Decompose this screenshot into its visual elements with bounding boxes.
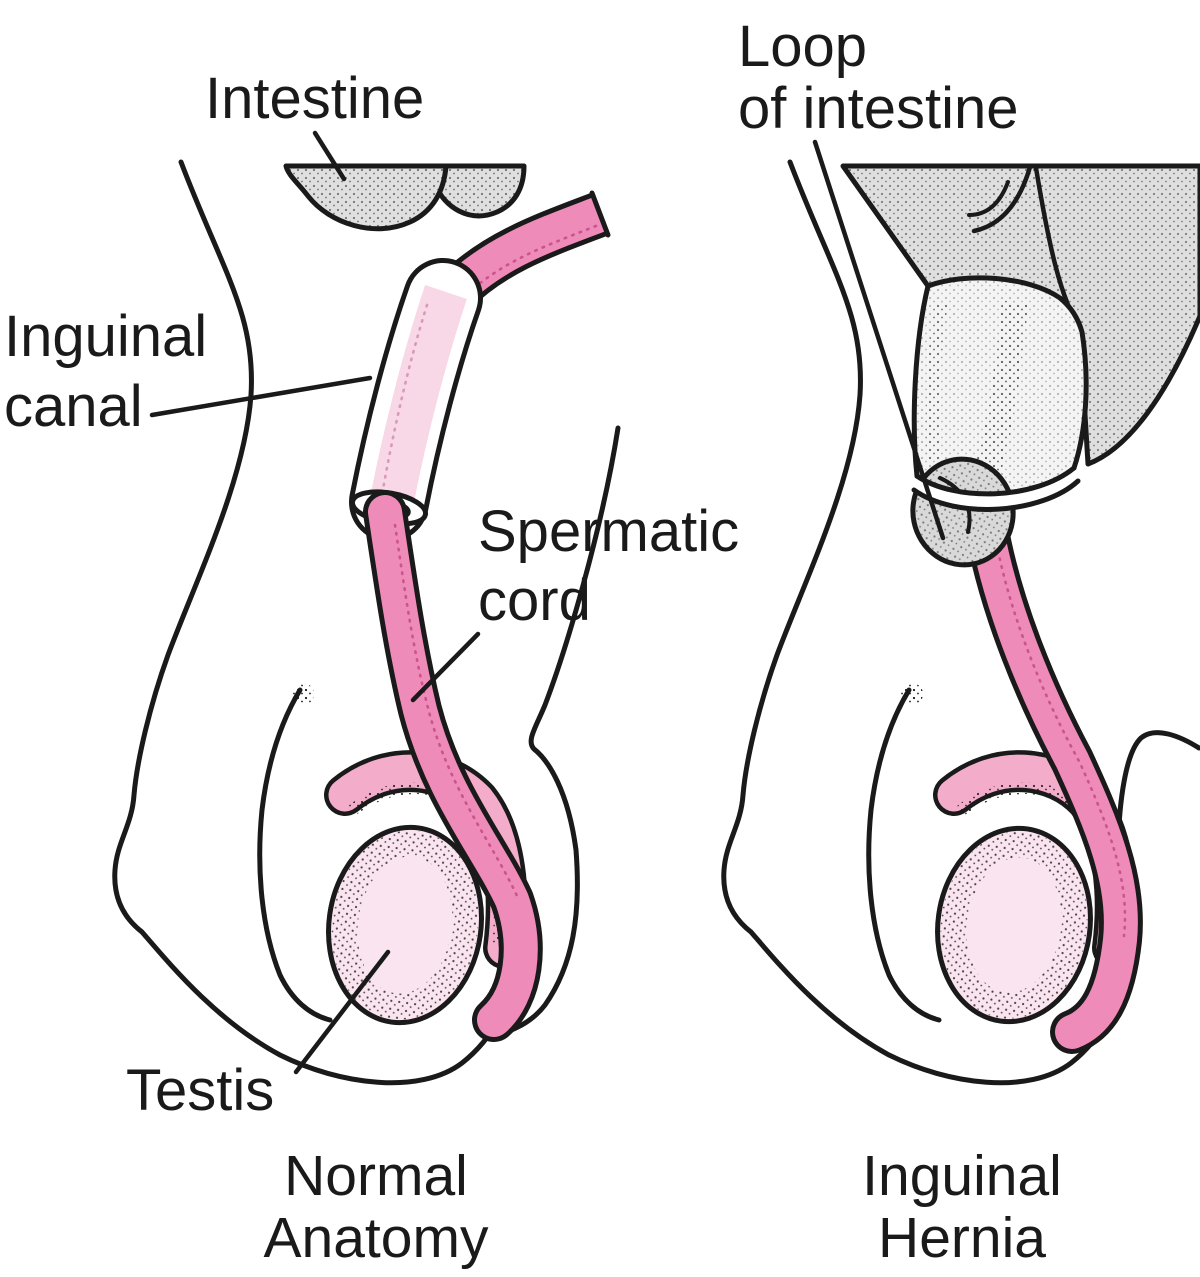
left-sac-stipple (292, 683, 314, 705)
inguinal-canal-label-line2: canal (4, 374, 143, 439)
loop-of-intestine-leader-line (812, 139, 946, 541)
right-caption-line1: Inguinal (862, 1144, 1062, 1208)
left-body-contour (112, 159, 523, 1086)
loop-label-line2: of intestine (738, 76, 1019, 141)
testis-leader-line (293, 949, 391, 1075)
testis-right-stipple (940, 831, 1088, 1019)
loop-label-line1: Loop (738, 14, 867, 79)
inguinal-hernia-figure: Loop of intestine Inguinal Hernia (721, 14, 1200, 1270)
left-scrotal-sac-contour (257, 687, 333, 1023)
spermatic-cord-hernia (963, 498, 1143, 1054)
right-caption-line2: Hernia (878, 1206, 1046, 1270)
intestine-leader-line (312, 130, 347, 182)
spermatic-cord-label-line1: Spermatic (478, 499, 739, 564)
intestine-loops (283, 163, 527, 232)
right-sac-stipple (901, 683, 923, 705)
spermatic-cord-lower (363, 490, 543, 1042)
inguinal-canal-label-line1: Inguinal (4, 304, 207, 369)
normal-anatomy-figure: Intestine Inguinal canal Spermatic cord … (4, 66, 739, 1270)
inguinal-canal (349, 258, 483, 542)
hernia-sac (911, 275, 1089, 497)
left-thigh-hook-contour (491, 425, 621, 1038)
left-caption-line2: Anatomy (264, 1206, 489, 1270)
spermatic-cord-leader-line (410, 631, 481, 703)
intestine-label: Intestine (205, 66, 424, 131)
right-scrotal-sac-contour (866, 687, 942, 1023)
inguinal-canal-leader-line (149, 375, 373, 418)
testis-label: Testis (126, 1058, 274, 1123)
testis-left-stipple (331, 830, 479, 1020)
left-caption-line1: Normal (284, 1144, 468, 1208)
spermatic-cord-label-line2: cord (478, 568, 591, 633)
right-body-contour (721, 159, 1132, 1086)
